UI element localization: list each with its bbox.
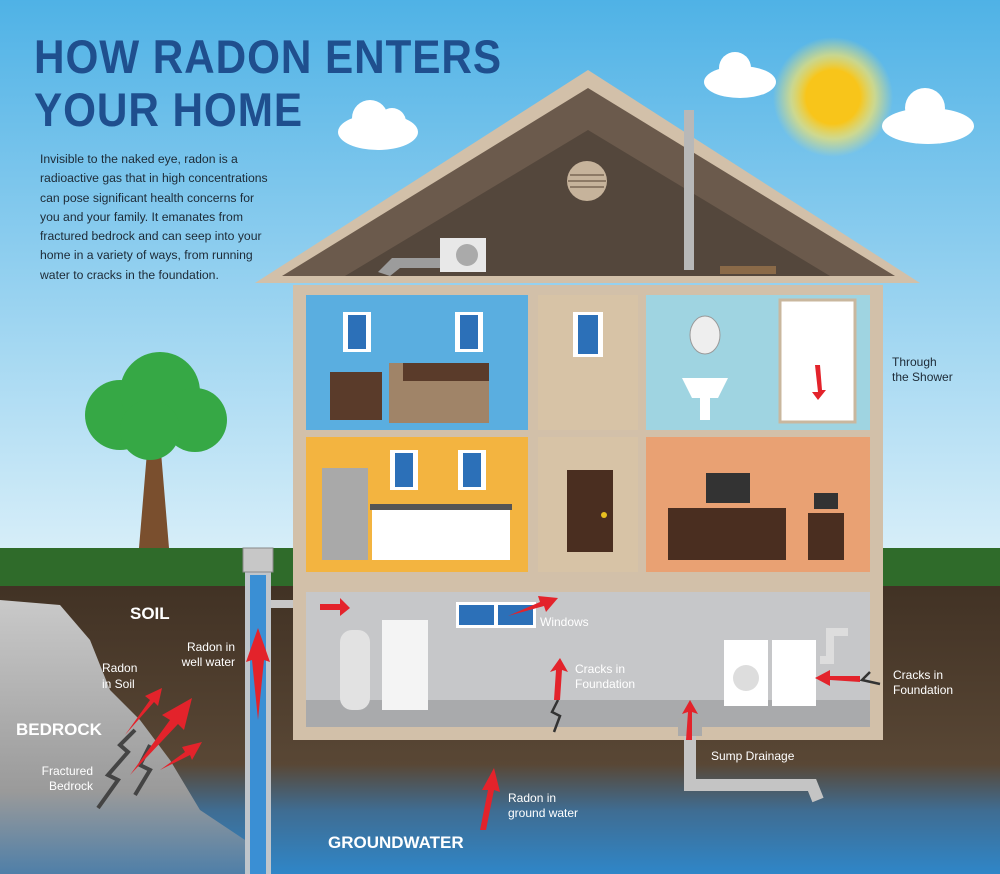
window-icon: [395, 453, 413, 487]
sink: [682, 378, 728, 420]
label-groundwater: GROUNDWATER: [328, 833, 464, 852]
svg-text:Foundation: Foundation: [893, 683, 953, 697]
svg-text:ground water: ground water: [508, 806, 578, 820]
window-icon: [463, 453, 481, 487]
svg-text:well water: well water: [181, 655, 235, 669]
dresser: [330, 372, 382, 420]
label-sump-drainage: Sump Drainage: [711, 749, 795, 763]
water-heater: [340, 630, 370, 710]
label-through-shower: Through: [892, 355, 937, 369]
shower: [778, 298, 857, 424]
tree-trunk: [138, 440, 170, 560]
window-icon: [460, 315, 478, 349]
label-radon-in-well-water: Radon in: [187, 640, 235, 654]
window-icon: [459, 605, 494, 625]
label-soil: SOIL: [130, 604, 170, 623]
sun: [773, 37, 893, 157]
label-windows: Windows: [540, 615, 589, 629]
svg-text:Foundation: Foundation: [575, 677, 635, 691]
fridge: [322, 468, 368, 560]
tree-canopy: [85, 352, 227, 460]
door: [567, 470, 613, 552]
bedrock: [0, 600, 245, 874]
label-bedrock: BEDROCK: [16, 720, 103, 739]
desk: [668, 508, 786, 560]
radon-arrow-icons: [125, 365, 860, 830]
well-cap: [242, 547, 274, 573]
monitor: [706, 473, 750, 503]
title-line-2: YOUR HOME: [34, 83, 303, 136]
label-radon-in-groundwater: Radon in: [508, 791, 556, 805]
svg-text:Bedrock: Bedrock: [49, 779, 94, 793]
window-icon: [348, 315, 366, 349]
clouds: [338, 52, 974, 150]
label-radon-in-soil: Radon: [102, 661, 137, 675]
sump-pipe: [684, 728, 824, 803]
furnace: [382, 620, 428, 710]
window-icon: [578, 315, 598, 354]
svg-text:in Soil: in Soil: [102, 677, 135, 691]
intro-text: Invisible to the naked eye, radon is a r…: [40, 152, 268, 282]
title-line-1: HOW RADON ENTERS: [34, 30, 502, 83]
svg-text:the Shower: the Shower: [892, 370, 953, 384]
vent-pipe: [684, 110, 694, 270]
dryer: [772, 640, 816, 706]
well-water: [250, 575, 266, 874]
mirror: [689, 315, 721, 355]
printer: [814, 493, 838, 509]
label-cracks-center: Cracks in: [575, 662, 625, 676]
label-fractured-bedrock: Fractured: [42, 764, 93, 778]
label-cracks-right: Cracks in: [893, 668, 943, 682]
kitchen-cabinets: [372, 508, 510, 560]
